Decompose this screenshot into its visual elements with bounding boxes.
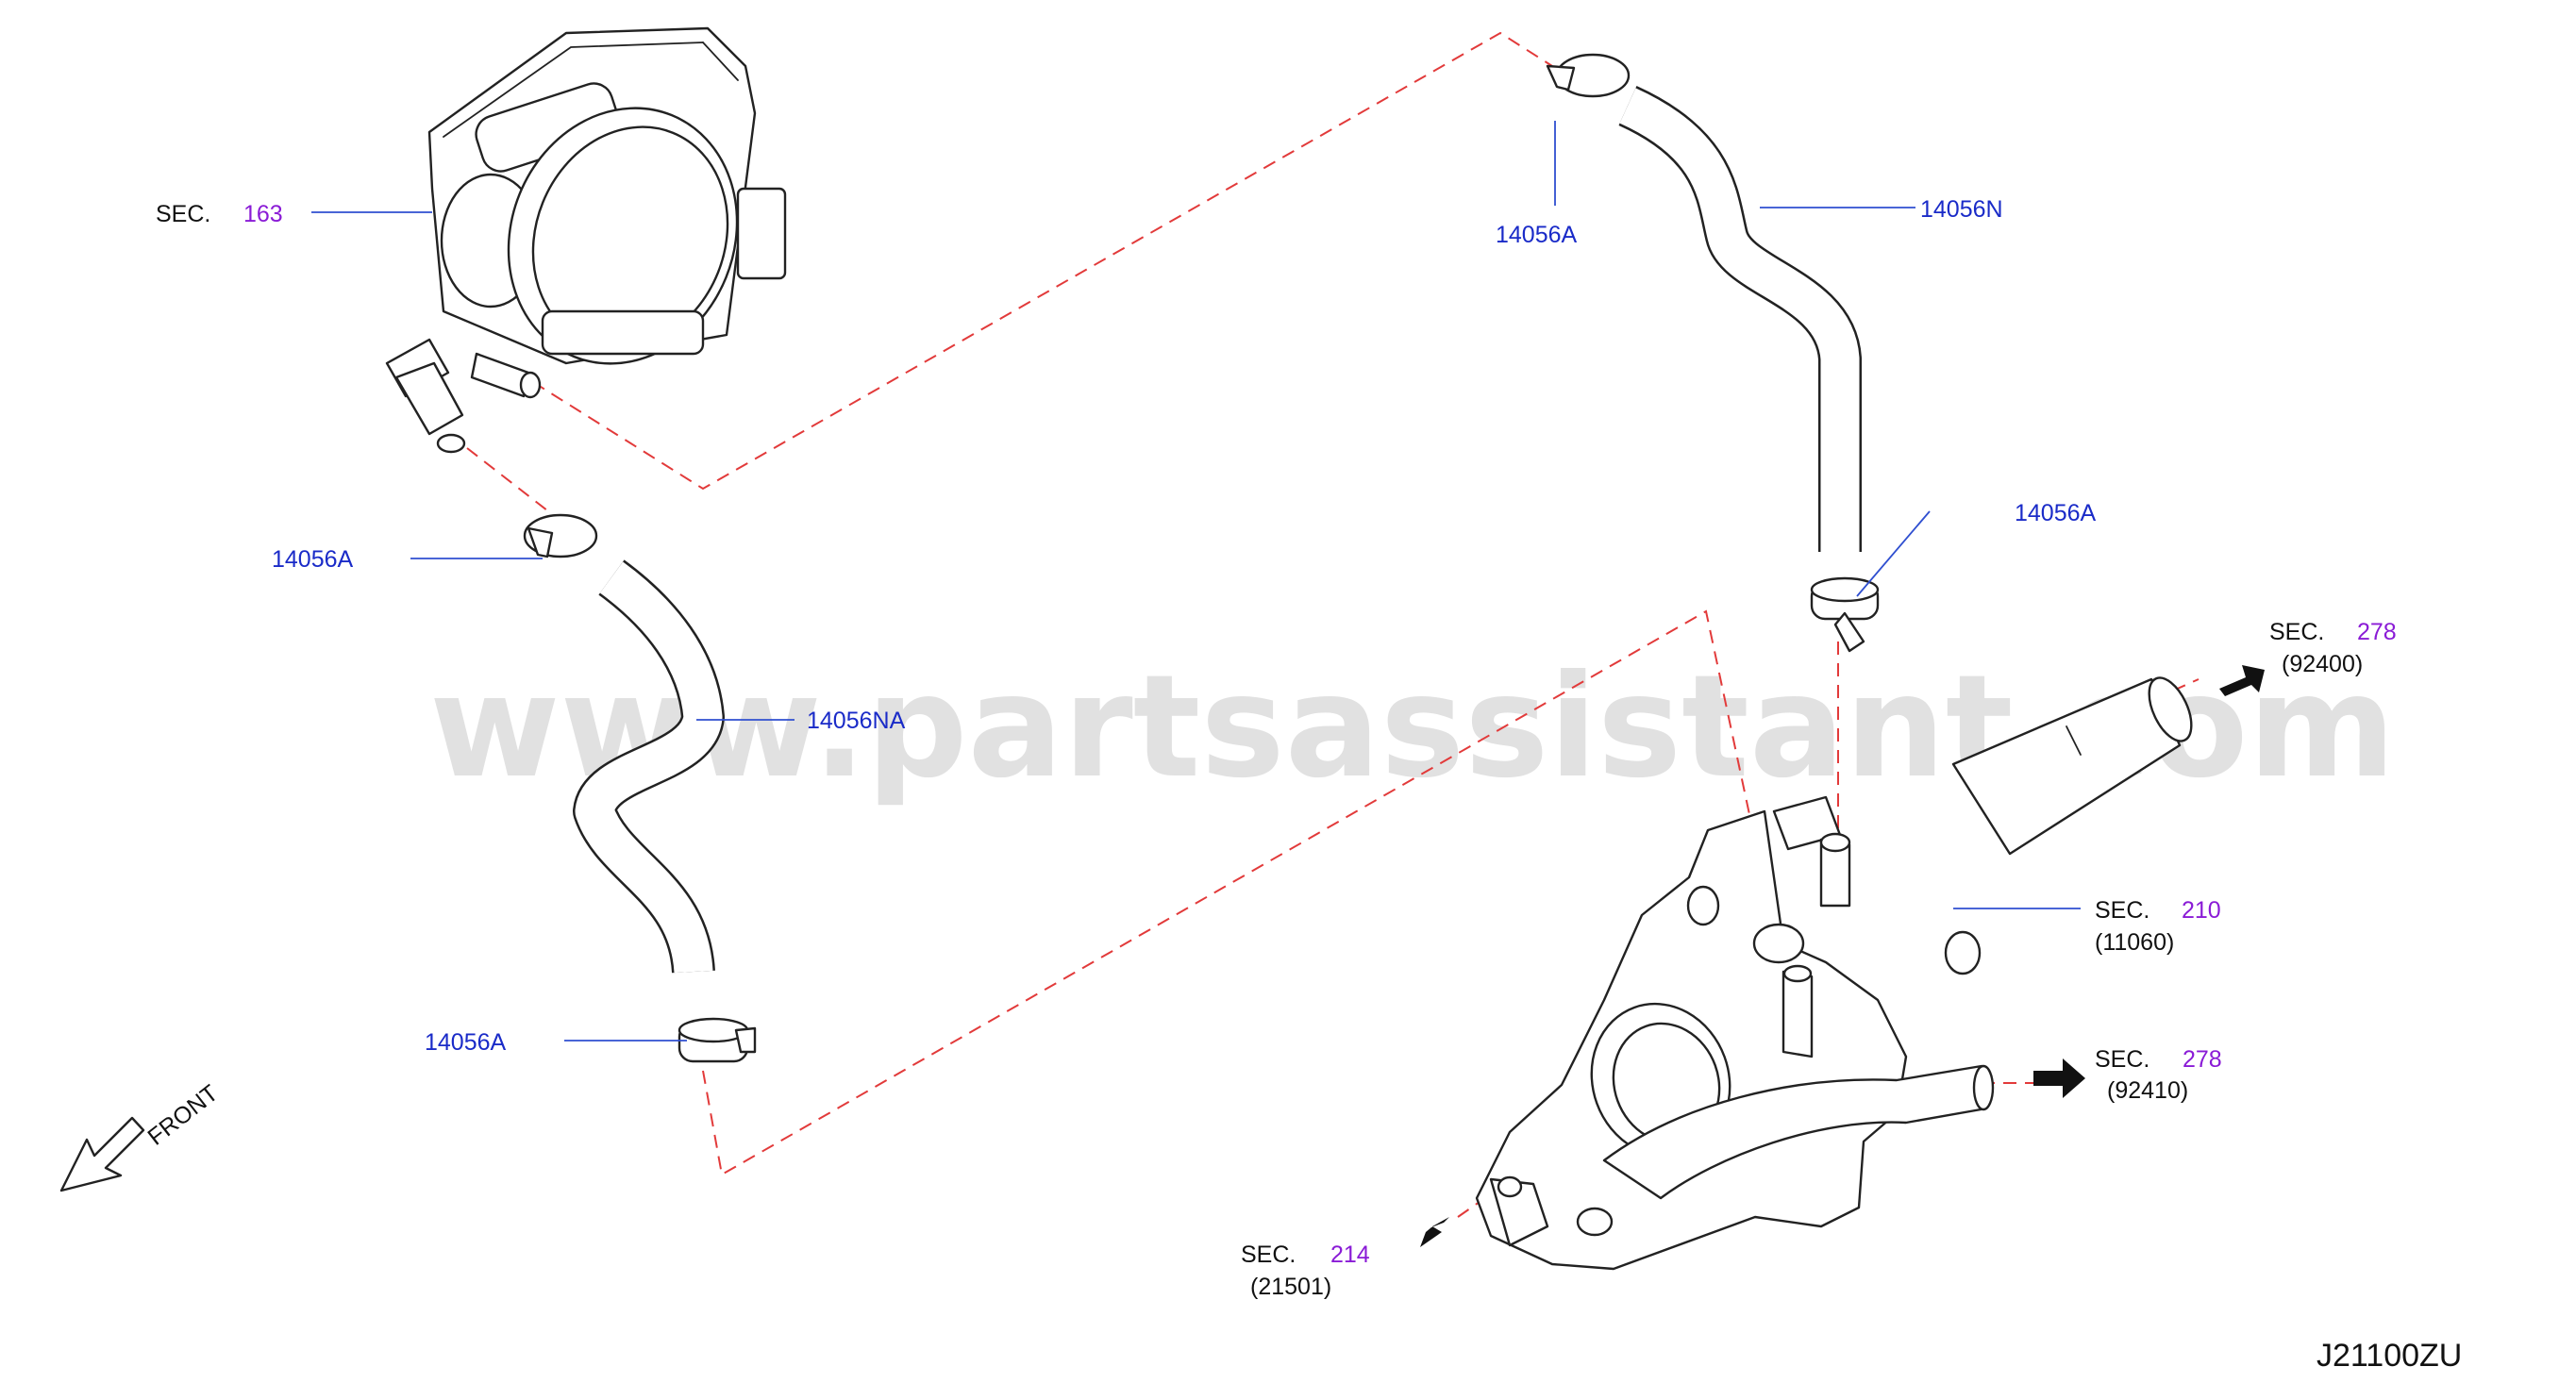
diagram-code: J21100ZU bbox=[2317, 1338, 2462, 1374]
clamp-bottom bbox=[677, 1017, 757, 1063]
sec-number-278-upper[interactable]: 278 bbox=[2357, 619, 2397, 645]
arrow-radiator bbox=[1420, 1217, 1449, 1247]
sec-part-92410: (92410) bbox=[2107, 1077, 2188, 1104]
label-clamp-bottom[interactable]: 14056A bbox=[425, 1029, 507, 1056]
sec-number-163[interactable]: 163 bbox=[243, 201, 283, 227]
hose-upper bbox=[1618, 86, 1862, 552]
clamp-top bbox=[1546, 53, 1631, 98]
arrow-heater-upper bbox=[2219, 665, 2265, 696]
sec-number-214[interactable]: 214 bbox=[1330, 1242, 1370, 1268]
sec-prefix-210: SEC. bbox=[2095, 897, 2149, 924]
sec-number-278-lower[interactable]: 278 bbox=[2183, 1046, 2222, 1073]
front-indicator: FRONT bbox=[59, 1080, 224, 1192]
label-hose-lower[interactable]: 14056NA bbox=[807, 708, 906, 734]
sec-prefix-163: SEC. bbox=[156, 201, 210, 227]
sec-part-21501: (21501) bbox=[1250, 1274, 1331, 1300]
sec-prefix-214: SEC. bbox=[1241, 1242, 1296, 1268]
label-clamp-right[interactable]: 14056A bbox=[2015, 500, 2097, 526]
clamp-left bbox=[523, 513, 598, 558]
label-clamp-top[interactable]: 14056A bbox=[1496, 222, 1578, 248]
label-clamp-left[interactable]: 14056A bbox=[272, 546, 354, 573]
arrow-heater-lower bbox=[2033, 1058, 2085, 1098]
leader-lines bbox=[311, 121, 2081, 1042]
sec-part-11060: (11060) bbox=[2095, 929, 2174, 956]
sec-number-210[interactable]: 210 bbox=[2182, 897, 2221, 924]
sec-prefix-278-lower: SEC. bbox=[2095, 1046, 2149, 1073]
sec-part-92400: (92400) bbox=[2282, 651, 2363, 677]
throttle-body bbox=[385, 26, 787, 454]
front-label: FRONT bbox=[142, 1080, 223, 1151]
clamp-right bbox=[1810, 576, 1880, 653]
water-outlet-housing bbox=[1475, 676, 2193, 1271]
sec-prefix-278-upper: SEC. bbox=[2269, 619, 2324, 645]
label-hose-upper[interactable]: 14056N bbox=[1920, 196, 2003, 223]
hose-lower bbox=[573, 559, 725, 975]
